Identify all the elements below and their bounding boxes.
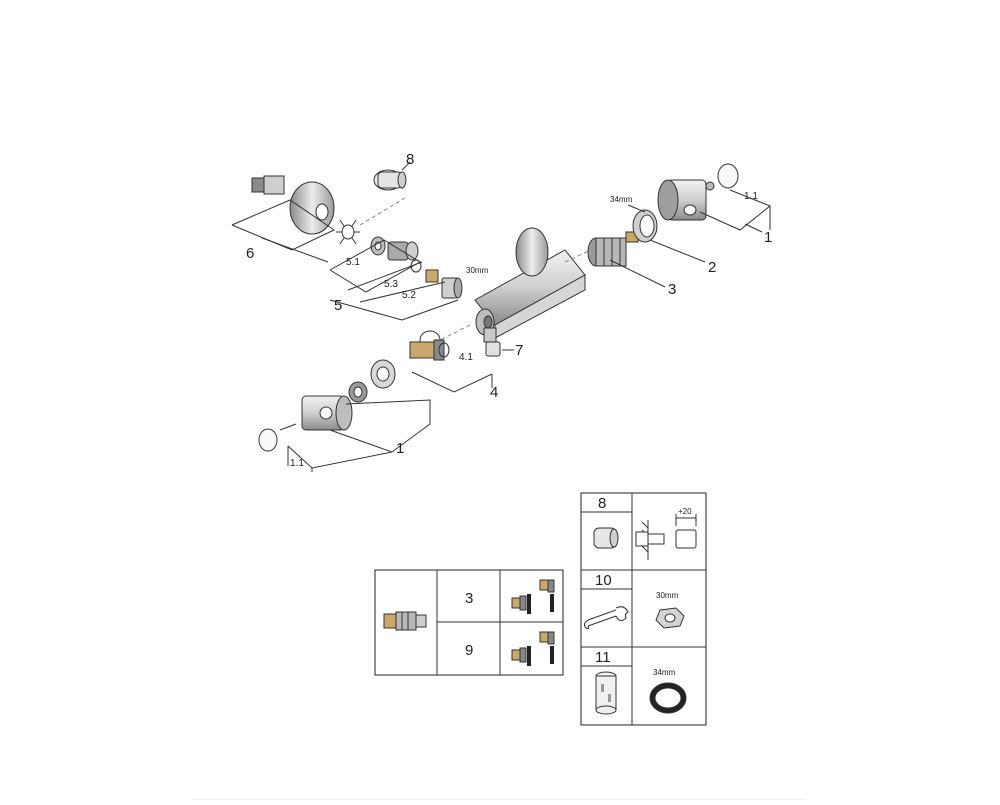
- mixer-body: [439, 227, 596, 343]
- part-6-connector: 6: [231, 175, 360, 263]
- wall-mount-dimension-drawing: +20: [635, 507, 697, 560]
- label-3: 3: [668, 281, 676, 298]
- part-5-check-valve: 30mm 5.1 5.3 5.2 5: [329, 236, 489, 321]
- label-1-1-left: 1.1: [290, 458, 304, 469]
- ring-34mm-label: 34mm: [653, 668, 676, 677]
- extension-piece-icon: [593, 527, 619, 549]
- wrench-icon: [583, 606, 629, 630]
- ring-icon: [649, 682, 687, 714]
- label-30mm-top: 30mm: [466, 266, 489, 275]
- dimension-plus-20: +20: [678, 507, 692, 516]
- spare-cartridge-table: 3 9: [374, 569, 564, 676]
- label-8: 8: [406, 151, 414, 168]
- label-4-1: 4.1: [459, 352, 473, 363]
- label-5-3: 5.3: [384, 279, 398, 290]
- legend-8-label: 8: [598, 495, 606, 512]
- part-8-extension: 8: [359, 151, 414, 226]
- thermo-parts-icon-bottom: [511, 631, 555, 666]
- nut-icon: [655, 607, 685, 629]
- label-2: 2: [708, 259, 716, 276]
- legend-11-label: 11: [595, 649, 611, 666]
- label-6: 6: [246, 245, 254, 262]
- legend-row-9-label: 9: [465, 642, 473, 659]
- label-5-2: 5.2: [402, 290, 416, 301]
- label-7: 7: [515, 342, 523, 359]
- cartridge-icon: [383, 611, 427, 631]
- label-5: 5: [334, 297, 342, 314]
- part-7-cap: 7: [485, 341, 523, 359]
- label-1-left: 1: [396, 440, 404, 457]
- part-3-thermostat-cartridge: 3: [587, 231, 676, 298]
- label-4: 4: [490, 384, 498, 401]
- label-1-1-right: 1.1: [744, 191, 758, 202]
- label-5-1: 5.1: [346, 257, 360, 268]
- legend-10-label: 10: [595, 572, 612, 589]
- accessories-table: 8 +20 10 30mm: [580, 492, 707, 726]
- sleeve-tool-icon: [595, 671, 617, 715]
- part-1-temperature-handle: 1.1 1: [657, 163, 772, 246]
- nut-30mm-label: 30mm: [656, 591, 679, 600]
- wall-flange-rosette: [515, 227, 549, 277]
- label-34mm-top: 34mm: [610, 195, 633, 204]
- part-4-cartridge: 4.1 4: [409, 330, 498, 401]
- part-2-ring: 34mm 2: [610, 195, 716, 276]
- part-1-flow-handle: 1.1 1: [258, 359, 431, 472]
- star-washer-icon: [336, 219, 360, 245]
- label-1-right: 1: [764, 229, 772, 246]
- legend-row-3-label: 3: [465, 590, 473, 607]
- thermo-parts-icon-top: [511, 579, 555, 614]
